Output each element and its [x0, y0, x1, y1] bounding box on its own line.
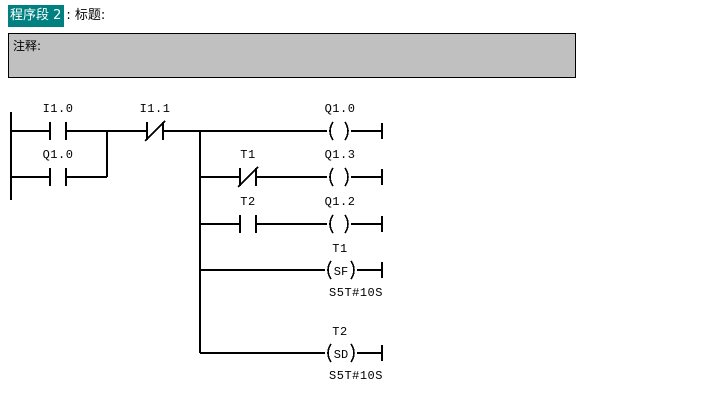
contact-t1-slash [237, 166, 259, 188]
timer-label-t1[interactable]: T1 [332, 242, 348, 256]
contact-label-t1[interactable]: T1 [240, 148, 256, 162]
network-comment-box[interactable]: 注释: [8, 33, 576, 78]
contact-label-t2[interactable]: T2 [240, 195, 256, 209]
coil-q1-2-left-arc [329, 214, 334, 234]
coil-label-q1-3[interactable]: Q1.3 [324, 148, 356, 162]
network-comment-label: 注释: [13, 39, 42, 53]
network-title-selected[interactable]: 程序段 2 [8, 5, 65, 27]
timer-t2-type-text: SD [334, 348, 348, 362]
coil-label-q1-2[interactable]: Q1.2 [324, 195, 356, 209]
timer-preset-t1[interactable]: S5T#10S [329, 286, 383, 300]
network-title-suffix: : 标题: [66, 8, 106, 23]
ladder-diagram: SF SD I1.0 I1.1 Q1.0 Q1.0 T1 Q1.3 T2 Q1.… [0, 90, 712, 412]
contact-i1-1-slash [144, 120, 166, 142]
timer-t2-left-arc [327, 343, 332, 363]
coil-label-q1-0[interactable]: Q1.0 [324, 102, 356, 116]
timer-preset-t2[interactable]: S5T#10S [329, 369, 383, 383]
timer-label-t2[interactable]: T2 [332, 325, 348, 339]
contact-label-i1-0[interactable]: I1.0 [42, 102, 74, 116]
timer-t2-right-arc [350, 343, 355, 363]
timer-t1-left-arc [327, 260, 332, 280]
network-header: 程序段 2 : 标题: [8, 5, 106, 27]
coil-q1-0-left-arc [329, 121, 334, 141]
contact-label-i1-1[interactable]: I1.1 [139, 102, 171, 116]
coil-q1-3-right-arc [344, 167, 349, 187]
timer-t1-right-arc [350, 260, 355, 280]
ladder-graphics: SF SD [10, 112, 383, 363]
coil-q1-0-right-arc [344, 121, 349, 141]
coil-q1-3-left-arc [329, 167, 334, 187]
contact-label-q1-0[interactable]: Q1.0 [42, 148, 74, 162]
timer-t1-type-text: SF [334, 265, 348, 279]
coil-q1-2-right-arc [344, 214, 349, 234]
